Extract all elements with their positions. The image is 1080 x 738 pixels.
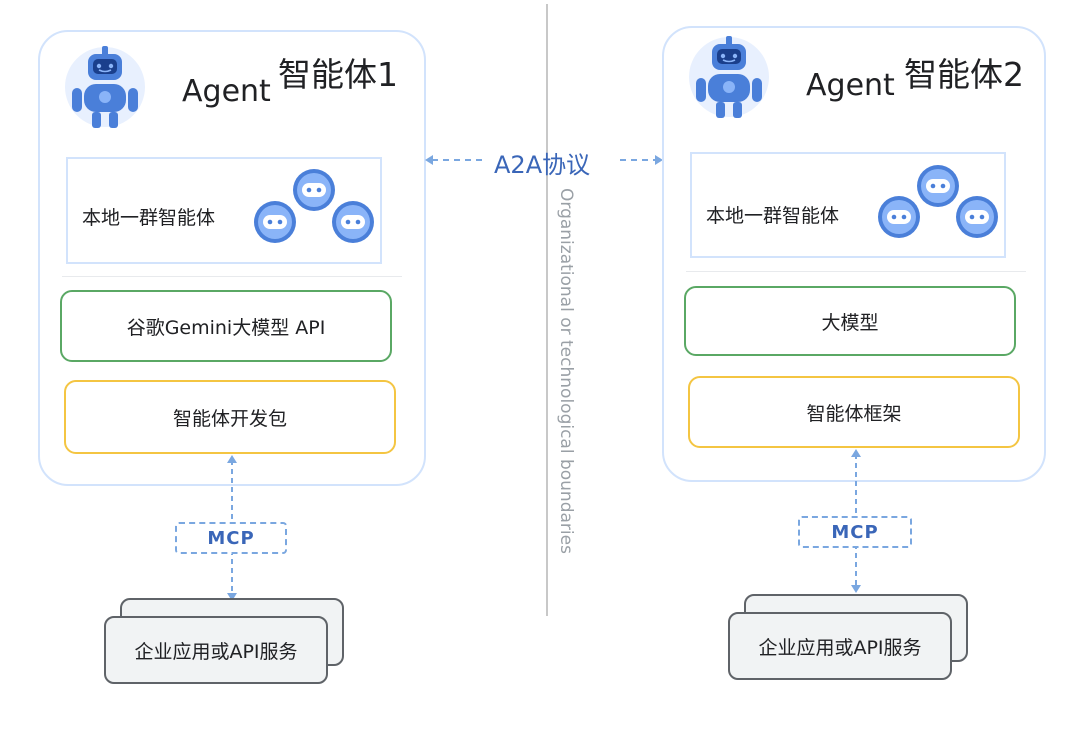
robot-icon xyxy=(689,36,769,118)
mini-robot-icon xyxy=(332,201,374,243)
mini-robot-icon xyxy=(293,169,335,211)
mini-robot-icon xyxy=(917,165,959,207)
agent-title-word: Agent xyxy=(182,74,271,109)
mini-robot-icon xyxy=(956,196,998,238)
card-divider xyxy=(62,276,402,277)
boundary-label: Organizational or technological boundari… xyxy=(556,188,576,554)
mini-robot-icon xyxy=(878,196,920,238)
service-box: 企业应用或API服务 xyxy=(104,616,328,684)
local-agents-box xyxy=(690,152,1006,258)
boundary-line xyxy=(546,4,548,616)
local-agents-box xyxy=(66,157,382,264)
service-box: 企业应用或API服务 xyxy=(728,612,952,680)
model-box: 大模型 xyxy=(684,286,1016,356)
framework-box: 智能体框架 xyxy=(688,376,1020,448)
framework-box: 智能体开发包 xyxy=(64,380,396,454)
protocol-arrow-left xyxy=(425,155,486,165)
model-box: 谷歌Gemini大模型 API xyxy=(60,290,392,362)
agent-title-cn: 智能体1 xyxy=(278,55,398,94)
agent-title-word: Agent xyxy=(806,68,895,103)
card-divider xyxy=(686,271,1026,272)
mcp-label-box: MCP xyxy=(175,522,287,554)
local-agents-label: 本地一群智能体 xyxy=(706,205,840,227)
mcp-label-box: MCP xyxy=(798,516,912,548)
agent-title-cn: 智能体2 xyxy=(904,55,1024,94)
protocol-label: A2A协议 xyxy=(494,151,591,179)
mini-robot-icon xyxy=(254,201,296,243)
protocol-arrow-right xyxy=(620,155,663,165)
robot-icon xyxy=(65,46,145,128)
local-agents-label: 本地一群智能体 xyxy=(82,207,216,229)
